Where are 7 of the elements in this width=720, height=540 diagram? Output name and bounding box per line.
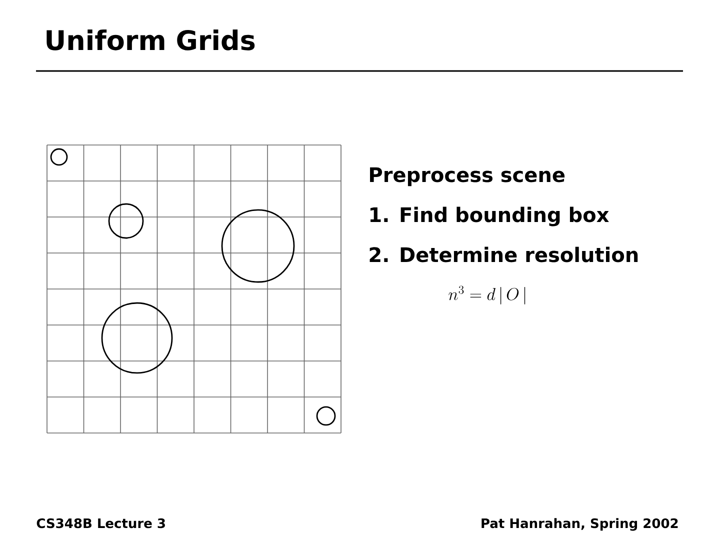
list-item: 2. Determine resolution xyxy=(370,246,638,262)
list-item: Preprocess scene xyxy=(370,167,565,186)
title: Uniform Grids xyxy=(46,29,255,50)
footer-text: CS348B Lecture 3 xyxy=(36,518,165,528)
list-item: 1. Find bounding box xyxy=(370,206,609,226)
footer-text: Pat Hanrahan, Spring 2002 xyxy=(482,518,678,531)
formula: $n^{3} = d\,|\,O\,|$ xyxy=(448,286,526,304)
